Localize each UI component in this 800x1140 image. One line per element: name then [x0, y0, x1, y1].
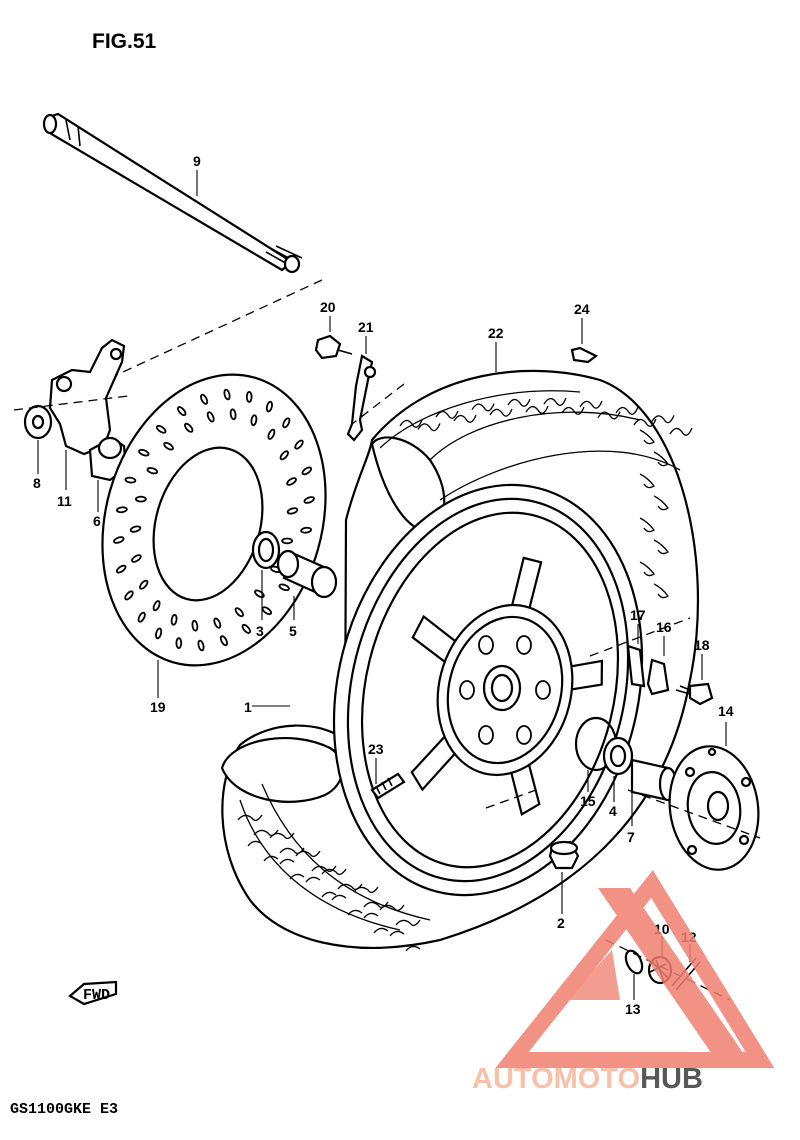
valve-drawing — [570, 346, 599, 364]
part-label-6: 6 — [93, 513, 101, 529]
part-label-22: 22 — [488, 325, 504, 341]
part-label-2: 2 — [557, 915, 565, 931]
watermark-brand-part1: AUTOMOTO — [472, 1063, 640, 1095]
wheel-rim-drawing — [332, 483, 644, 897]
part-label-9: 9 — [193, 153, 201, 169]
part-label-5: 5 — [289, 623, 297, 639]
collar-bearing-drawing — [251, 530, 338, 599]
caliper-bracket-drawing — [23, 338, 128, 482]
part-label-21: 21 — [358, 319, 374, 335]
damper-drawing — [548, 840, 580, 870]
part-label-1: 1 — [244, 699, 252, 715]
part-label-15: 15 — [580, 793, 596, 809]
bolt-23-drawing — [370, 772, 406, 800]
part-label-4: 4 — [609, 803, 617, 819]
right-hub-parts-drawing — [574, 716, 760, 871]
part-label-17: 17 — [630, 607, 646, 623]
watermark-logo: AUTOMOTOHUB — [472, 870, 775, 1095]
axle-drawing — [42, 112, 303, 274]
part-label-20: 20 — [320, 299, 336, 315]
part-label-18: 18 — [694, 637, 710, 653]
part-label-23: 23 — [368, 741, 384, 757]
part-label-11: 11 — [57, 493, 72, 509]
figure-title: FIG.51 — [92, 30, 157, 53]
part-label-8: 8 — [33, 475, 41, 491]
part-label-13: 13 — [625, 1001, 641, 1017]
model-code: GS1100GKE E3 — [10, 1101, 118, 1118]
part-label-7: 7 — [627, 829, 635, 845]
watermark-text: AUTOMOTOHUB — [472, 1063, 703, 1095]
part-label-19: 19 — [150, 699, 166, 715]
part-label-3: 3 — [256, 623, 264, 639]
watermark-brand-part2: HUB — [640, 1063, 703, 1095]
part-label-16: 16 — [656, 619, 672, 635]
stopper-parts-drawing — [626, 644, 714, 706]
part-label-14: 14 — [718, 703, 734, 719]
bolt-clip-drawing — [314, 334, 377, 442]
fwd-arrow-icon: FWD — [68, 980, 118, 1006]
fwd-label: FWD — [83, 987, 110, 1004]
part-label-24: 24 — [574, 301, 590, 317]
brake-disc-drawing — [101, 373, 327, 667]
